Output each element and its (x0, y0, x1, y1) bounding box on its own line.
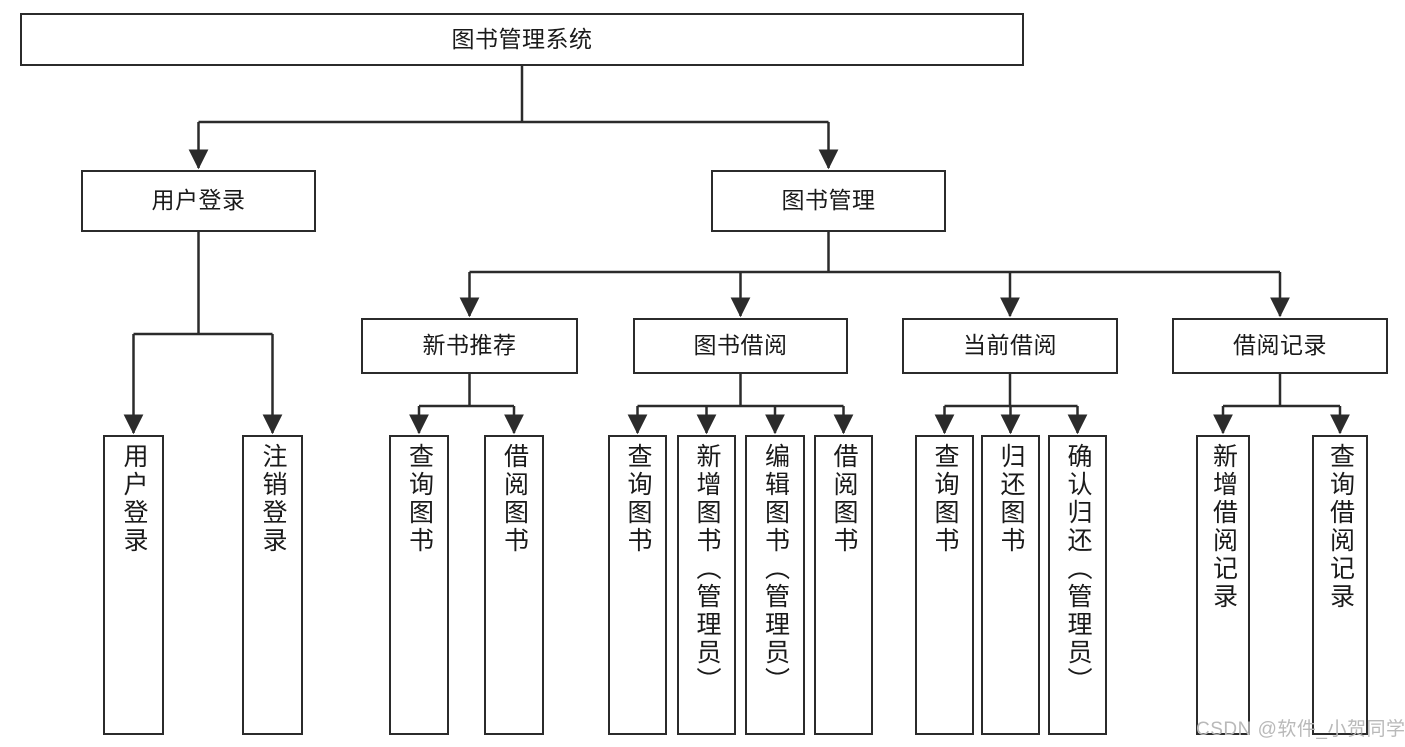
node-leaf-return-book[interactable]: 归还图书 (981, 435, 1040, 735)
node-label: 查询图书 (931, 443, 959, 555)
node-label: 图书借阅 (693, 332, 788, 359)
node-root[interactable]: 图书管理系统 (20, 13, 1024, 66)
node-book-borrow[interactable]: 图书借阅 (633, 318, 848, 374)
node-label: 查询借阅记录 (1326, 443, 1355, 611)
node-label: 归还图书 (997, 443, 1025, 555)
node-new-book-rec[interactable]: 新书推荐 (361, 318, 578, 374)
node-label: 当前借阅 (963, 332, 1057, 359)
node-leaf-query-book-rec[interactable]: 查询图书 (389, 435, 449, 735)
node-label: 确认归还（管理员） (1064, 443, 1092, 695)
node-current-borrow[interactable]: 当前借阅 (902, 318, 1118, 374)
watermark: CSDN @软件_小贺同学 (1196, 719, 1405, 740)
node-borrow-record[interactable]: 借阅记录 (1172, 318, 1388, 374)
node-label: 借阅图书 (830, 443, 858, 555)
node-user-login[interactable]: 用户登录 (81, 170, 316, 232)
node-leaf-user-login[interactable]: 用户登录 (103, 435, 164, 735)
node-leaf-add-record[interactable]: 新增借阅记录 (1196, 435, 1250, 735)
node-label: 用户登录 (151, 187, 246, 214)
node-label: 注销登录 (259, 443, 287, 555)
node-label: 借阅记录 (1233, 332, 1327, 359)
node-label: 新书推荐 (422, 332, 517, 359)
node-label: 用户登录 (120, 443, 148, 555)
node-leaf-edit-book[interactable]: 编辑图书（管理员） (745, 435, 805, 735)
node-label: 新增借阅记录 (1209, 443, 1238, 611)
node-label: 图书管理 (781, 187, 876, 214)
node-label: 编辑图书（管理员） (761, 443, 790, 695)
node-label: 查询图书 (624, 443, 652, 555)
node-label: 图书管理系统 (451, 25, 593, 52)
edges (123, 66, 1350, 435)
node-book-manage[interactable]: 图书管理 (711, 170, 946, 232)
node-label: 查询图书 (405, 443, 434, 555)
node-leaf-borrow-book-rec[interactable]: 借阅图书 (484, 435, 544, 735)
node-label: 借阅图书 (500, 443, 529, 555)
node-leaf-logout[interactable]: 注销登录 (242, 435, 303, 735)
node-leaf-add-book[interactable]: 新增图书（管理员） (677, 435, 736, 735)
node-leaf-query-book-borrow[interactable]: 查询图书 (608, 435, 667, 735)
node-leaf-query-record[interactable]: 查询借阅记录 (1312, 435, 1368, 735)
node-label: 新增图书（管理员） (693, 443, 721, 695)
node-leaf-borrow-book[interactable]: 借阅图书 (814, 435, 873, 735)
node-leaf-query-book-current[interactable]: 查询图书 (915, 435, 974, 735)
node-leaf-confirm-return[interactable]: 确认归还（管理员） (1048, 435, 1107, 735)
